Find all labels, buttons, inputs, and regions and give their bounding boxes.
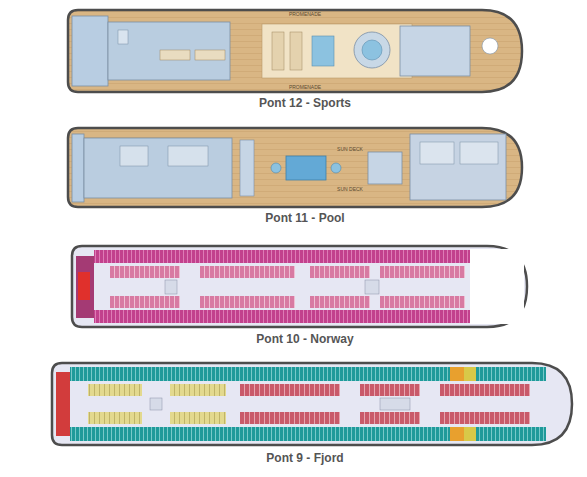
area-label: SUN DECK bbox=[337, 146, 363, 152]
area-label: PROMENADE bbox=[289, 11, 321, 17]
deck-caption: Pont 9 - Fjord bbox=[266, 451, 343, 465]
deck-caption: Pont 11 - Pool bbox=[265, 211, 344, 225]
deck-caption: Pont 10 - Norway bbox=[256, 332, 353, 346]
deck-caption: Pont 12 - Sports bbox=[259, 96, 351, 110]
area-label: SUN DECK bbox=[337, 186, 363, 192]
area-label: PROMENADE bbox=[289, 84, 321, 90]
